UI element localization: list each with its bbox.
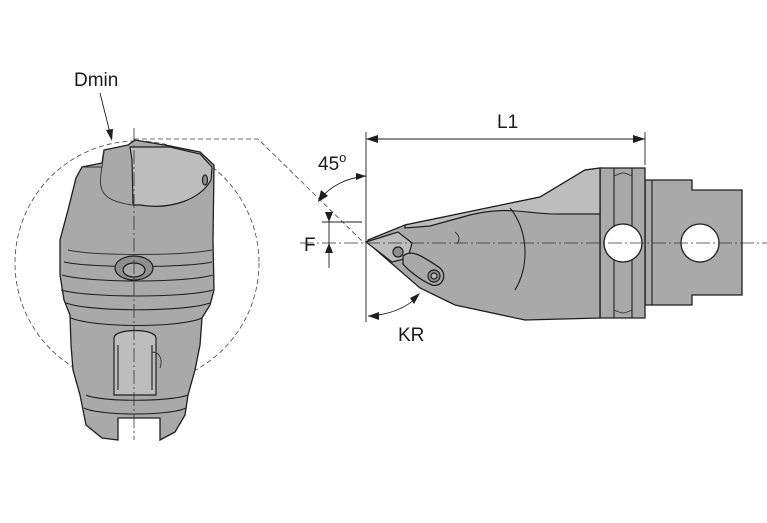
end-view-slot [113,329,157,396]
angle-label: 45o [318,150,346,175]
side-view [300,167,767,321]
angle-unit: o [339,150,346,165]
kr-arc [367,295,419,317]
head-top-facet [404,167,601,229]
dimensions [318,132,646,322]
dmin-label: Dmin [74,70,118,91]
end-view-body [59,139,215,442]
kr-label: KR [398,325,424,346]
dmin-circle [14,140,260,386]
projection-line [134,138,365,244]
end-view [14,92,260,442]
l1-label: L1 [497,112,518,133]
angle-value: 45 [318,154,339,175]
end-view-top-face [129,146,213,207]
f-label: F [304,235,316,256]
angle-arc [320,175,367,199]
